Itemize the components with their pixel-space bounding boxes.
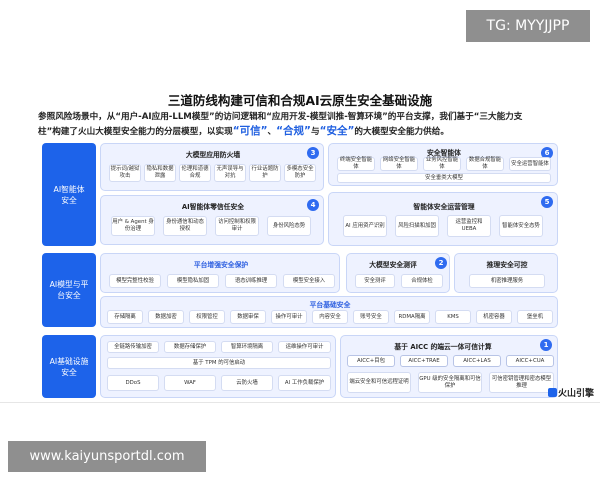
page-title: 三道防线构建可信和合规AI云原生安全基础设施 (167, 93, 433, 108)
chip-risk-control-agent: 业务风控智能体 (423, 157, 461, 171)
watermark-site: www.kaiyunsportdl.com (8, 441, 206, 472)
badge-6: 6 (541, 147, 553, 159)
volcengine-logo: 火山引擎 (558, 389, 595, 399)
chip-gpu-isolation: GPU 级的安全隔离和可信保护 (418, 372, 482, 393)
panel-title: 大模型应用防火墙 (185, 151, 241, 159)
panel-title: 大模型安全测评 (369, 261, 417, 269)
chip-transport-encryption: 全链路传输加密 (107, 341, 159, 353)
chip-aicc-trae: AICC+TRAE (400, 355, 448, 367)
panel-title: AI智能体零信任安全 (181, 203, 245, 211)
panel-platform-basic: 平台基础安全 存储隔离 数据加密 权限管控 数据审保 操作可审计 内容安全 账号… (100, 296, 558, 328)
chip-adversarial: 无声误导与对抗 (214, 164, 246, 182)
panel-title: 安全智能体 (427, 149, 461, 157)
chip-remote-attestation: 端云安全和可信远程证明 (347, 372, 411, 393)
chip-dynamic-auth: 身份通信和动态授权 (163, 216, 207, 236)
panel-title: 平台基础安全 (309, 301, 351, 309)
chip-confidential-inference: 机密推理服务 (469, 274, 545, 288)
intro-line-2: 柱”构建了火山大模型安全能力的分层模型，以实现“可信”、“合规”与“安全”的大模… (38, 124, 578, 139)
chip-identity-governance: 用户 & Agent 身份治理 (111, 216, 155, 236)
badge-1: 1 (540, 339, 552, 351)
panel-llm-app-firewall: 大模型应用防火墙 3 提示词/越狱攻击 隐私和数据泄露 伦理和道德合规 无声误导… (100, 143, 324, 191)
panel-title: 推理安全可控 (486, 261, 528, 269)
chip-operation-audit: 操作可审计 (271, 310, 307, 324)
chip-ops-audit: 运维操作可审计 (278, 341, 331, 353)
chip-waf: WAF (164, 375, 216, 391)
divider (0, 402, 600, 403)
highlight-trust: “可信” (232, 125, 268, 137)
panel-aicc-trusted-compute: 基于 AICC 的端云一体可信计算 1 AICC+目包 AICC+TRAE AI… (340, 335, 558, 398)
chip-model-integrity: 模型完整性校验 (109, 274, 161, 288)
watermark-tg: TG: MYYJJPP (466, 10, 590, 42)
chip-data-compliance-agent: 数据合规智能体 (466, 157, 504, 171)
panel-infra-basic: 全链路传输加密 数据存储保护 智算环境隔离 运维操作可审计 基于 TPM 的可信… (100, 335, 336, 398)
category-infra-security: AI基础设施 安全 (42, 335, 96, 398)
chip-ddos: DDoS (107, 375, 159, 391)
intro-sep-2: 与 (310, 127, 320, 137)
intro-text: 参照风险场景中，从“用户-AI应用-LLM模型”的访问逻辑和“应用开发-模型训推… (38, 110, 578, 139)
chip-cloud-firewall: 云防火墙 (221, 375, 273, 391)
highlight-security: “安全” (319, 125, 355, 137)
category-agent-security: AI智能体 安全 (42, 143, 96, 246)
chip-storage-isolation: 存储隔离 (107, 310, 143, 324)
panel-title: 平台增强安全保护 (193, 261, 249, 269)
chip-security-vertical-model: 安全垂类大模型 (337, 173, 551, 183)
category-model-platform-security: AI模型与平 台安全 (42, 253, 96, 327)
badge-2: 2 (435, 257, 447, 269)
intro-sep-1: 、 (267, 127, 277, 137)
highlight-compliance: “合规” (276, 125, 311, 137)
chip-compute-isolation: 智算环境隔离 (221, 341, 273, 353)
chip-bastion: 堡垒机 (517, 310, 553, 324)
chip-kms: KMS (435, 310, 471, 324)
chip-permission-control: 权限管控 (189, 310, 225, 324)
panel-agent-zero-trust: AI智能体零信任安全 4 用户 & Agent 身份治理 身份通信和动态授权 访… (100, 195, 324, 245)
chip-risk-scan: 风险扫描和加固 (395, 215, 439, 237)
chip-model-privacy: 模型隐私加固 (167, 274, 219, 288)
chip-storage-protection: 数据存储保护 (164, 341, 216, 353)
panel-platform-enhanced: 平台增强安全保护 模型完整性校验 模型隐私加固 语态训练推理 模型安全接入 (100, 253, 340, 293)
chip-access-audit: 访问控制和权限审计 (215, 216, 259, 236)
panel-inference-control: 推理安全可控 机密推理服务 (454, 253, 558, 293)
intro-line-1: 参照风险场景中，从“用户-AI应用-LLM模型”的访问逻辑和“应用开发-模型训推… (38, 112, 523, 122)
panel-title: 智能体安全运营管理 (413, 203, 475, 211)
intro-prefix: 柱”构建了火山大模型安全能力的分层模型，以实现 (38, 127, 233, 137)
intro-suffix: 的大模型安全能力供给。 (354, 127, 449, 137)
badge-3: 3 (307, 147, 319, 159)
panel-agent-secops: 智能体安全运营管理 5 AI 应用资产识别 风险扫描和加固 运营监控和 UEBA… (328, 192, 558, 246)
badge-5: 5 (541, 196, 553, 208)
chip-data-protection: 数据审保 (230, 310, 266, 324)
chip-aicc-1: AICC+目包 (347, 355, 395, 367)
chip-agent-posture: 智能体安全态势 (499, 215, 543, 237)
chip-compliance-check: 合规体检 (401, 274, 443, 288)
chip-multimodal: 多模态安全防护 (284, 164, 316, 182)
chip-ueba: 运营监控和 UEBA (447, 215, 491, 237)
chip-industry-topic: 行业话题防护 (249, 164, 281, 182)
chip-ethics: 伦理和道德合规 (179, 164, 211, 182)
chip-key-management: 可信密钥管理和密态模型推理 (489, 372, 554, 393)
panel-model-evaluation: 大模型安全测评 2 安全测评 合规体检 (346, 253, 450, 293)
chip-model-access: 模型安全接入 (283, 274, 335, 288)
chip-network-agent: 网络安全智能体 (380, 157, 418, 171)
chip-rdma-isolation: RDMA隔离 (394, 310, 430, 324)
chip-tpm-boot: 基于 TPM 的可信启动 (107, 357, 331, 369)
chip-account-security: 账号安全 (353, 310, 389, 324)
chip-content-security: 内容安全 (312, 310, 348, 324)
volcengine-logo-icon (548, 388, 557, 397)
chip-asset-discovery: AI 应用资产识别 (343, 215, 387, 237)
chip-security-eval: 安全测评 (355, 274, 395, 288)
chip-identity-risk: 身份风险态势 (267, 216, 311, 236)
chip-privacy-leak: 隐私和数据泄露 (144, 164, 176, 182)
chip-aicc-cua: AICC+CUA (506, 355, 554, 367)
panel-title: 基于 AICC 的端云一体可信计算 (394, 343, 492, 351)
chip-endpoint-agent: 终端安全智能体 (337, 157, 375, 171)
chip-ai-workload: AI 工作负载保护 (278, 375, 331, 391)
chip-confidential-container: 机密容器 (476, 310, 512, 324)
badge-4: 4 (307, 199, 319, 211)
panel-security-agents: 安全智能体 6 终端安全智能体 网络安全智能体 业务风控智能体 数据合规智能体 … (328, 143, 558, 186)
chip-secops-agent: 安全运营智能体 (509, 157, 551, 171)
chip-training-inference: 语态训练推理 (225, 274, 277, 288)
chip-aicc-las: AICC+LAS (453, 355, 501, 367)
chip-data-encryption: 数据加密 (148, 310, 184, 324)
chip-jailbreak: 提示词/越狱攻击 (109, 164, 141, 182)
